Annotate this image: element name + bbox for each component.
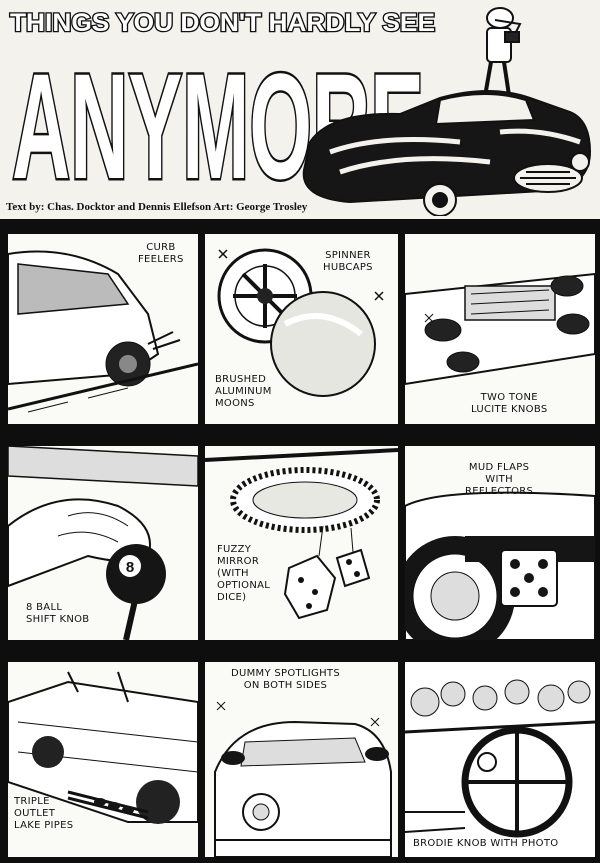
kicker-text: THINGS YOU DON'T HARDLY SEE (10, 9, 435, 36)
kicker-title: THINGS YOU DON'T HARDLY SEE (9, 8, 437, 36)
man-with-camera (472, 7, 522, 118)
caption-spinner-hubcaps: SPINNER HUBCAPS (323, 250, 373, 273)
panel-brodie-knob: BRODIE KNOB WITH PHOTO (405, 662, 595, 857)
panel-fuzzy-mirror: FUZZY MIRROR (WITH OPTIONAL DICE) (205, 446, 398, 640)
caption-mud-flaps: MUD FLAPS WITH REFLECTORS (465, 462, 534, 497)
gutter-left (0, 219, 8, 863)
curb-feelers-art (8, 250, 198, 413)
crowd (410, 679, 591, 717)
gutter-2 (398, 219, 405, 863)
caption-lucite-knobs: TWO TONE LUCITE KNOBS (471, 392, 548, 415)
caption-dummy-spotlights: DUMMY SPOTLIGHTS ON BOTH SIDES (231, 668, 340, 691)
brodie-knob-art (405, 662, 595, 857)
knob-left (424, 318, 480, 373)
caption-brodie-knob: BRODIE KNOB WITH PHOTO (413, 838, 559, 849)
lake-pipes-art (8, 671, 198, 824)
shift-knob-art: 8 (8, 446, 198, 640)
gutter-right (595, 219, 600, 863)
panel-curb-feelers: CURB FEELERS (8, 234, 198, 424)
credits: Text by: Chas. Docktor and Dennis Ellefs… (6, 201, 308, 213)
spotlights-art (214, 701, 392, 857)
panel-8-ball-shift-knob: 8 8 BALL SHIFT KNOB (8, 446, 198, 640)
caption-8-ball: 8 BALL SHIFT KNOB (26, 602, 90, 625)
panel-lake-pipes: TRIPLE OUTLET LAKE PIPES (8, 662, 198, 857)
caption-curb-feelers: CURB FEELERS (138, 242, 184, 265)
panel-lucite-knobs: TWO TONE LUCITE KNOBS (405, 234, 595, 424)
gutter-1 (198, 219, 205, 863)
panel-dummy-spotlights: DUMMY SPOTLIGHTS ON BOTH SIDES (205, 662, 398, 857)
hero-illustration (302, 7, 592, 216)
mud-flaps-art (405, 491, 595, 640)
spotlight-right (365, 747, 389, 761)
dashboard-art (405, 272, 595, 386)
dice (283, 548, 371, 620)
band-4 (0, 857, 600, 863)
caption-brushed-moons: BRUSHED ALUMINUM MOONS (215, 374, 272, 409)
fuzzy-mirror-art (205, 448, 398, 620)
eight-ball-number: 8 (126, 559, 134, 576)
band-2 (0, 424, 600, 446)
band-1 (0, 219, 600, 234)
band-3 (0, 640, 600, 662)
knob-right (550, 275, 590, 335)
hubcaps-art (217, 248, 384, 397)
panel-mud-flaps: MUD FLAPS WITH REFLECTORS (405, 446, 595, 640)
caption-fuzzy-mirror: FUZZY MIRROR (WITH OPTIONAL DICE) (217, 544, 271, 603)
spotlight-left (221, 751, 245, 765)
panel-spinner-hubcaps: SPINNER HUBCAPS BRUSHED ALUMINUM MOONS (205, 234, 398, 424)
custom-car (302, 90, 592, 216)
caption-lake-pipes: TRIPLE OUTLET LAKE PIPES (14, 796, 74, 831)
